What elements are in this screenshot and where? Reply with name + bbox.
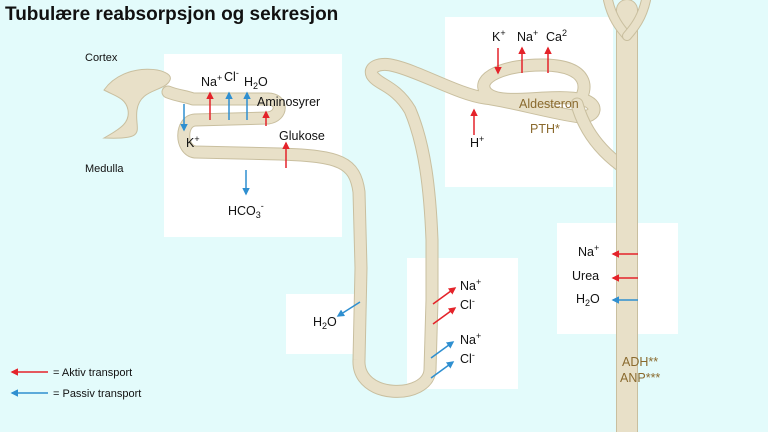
ascending-na-passive-arrow xyxy=(430,341,455,359)
proximal-k-label: K+ xyxy=(186,134,200,150)
pth-label: PTH* xyxy=(530,122,560,136)
proximal-hco3-label: HCO3- xyxy=(228,201,264,220)
descending-h2o-label: H2O xyxy=(313,315,337,331)
ascending-cl-active-arrow xyxy=(432,307,457,325)
proximal-amino-label: Aminosyrer xyxy=(257,95,320,109)
distal-k-label: K+ xyxy=(492,28,506,44)
ascending-cl2-label: Cl- xyxy=(460,350,475,366)
cortex-label: Cortex xyxy=(85,52,118,64)
distal-na-label: Na+ xyxy=(517,28,538,44)
ascending-arrows xyxy=(430,287,457,379)
ascending-na2-label: Na+ xyxy=(460,331,481,347)
ascending-cl-passive-arrow xyxy=(430,361,455,379)
legend-passive-label: = Passiv transport xyxy=(53,388,141,400)
nephron-tube xyxy=(161,57,627,398)
adh-label: ADH** xyxy=(622,355,658,369)
distal-h-label: H+ xyxy=(470,134,484,150)
proximal-arrows xyxy=(180,91,290,196)
medulla-label: Medulla xyxy=(85,163,124,175)
collecting-duct xyxy=(603,0,651,432)
legend-active-label: = Aktiv transport xyxy=(53,367,132,379)
collecting-urea-label: Urea xyxy=(572,269,599,283)
distal-ca-label: Ca2 xyxy=(546,28,567,44)
proximal-glucose-label: Glukose xyxy=(279,129,325,143)
descending-h2o-passive-arrow xyxy=(336,301,361,317)
diagram-title: Tubulære reabsorpsjon og sekresjon xyxy=(5,4,338,25)
proximal-cl-label: Cl- xyxy=(224,68,239,84)
descending-limb-panel xyxy=(286,294,362,354)
aldosterone-label: Aldesteron xyxy=(519,97,579,111)
anp-label: ANP*** xyxy=(620,371,660,385)
legend: = Aktiv transport = Passiv transport xyxy=(10,367,141,400)
distal-arrows xyxy=(470,46,552,135)
ascending-na1-label: Na+ xyxy=(460,277,481,293)
proximal-h2o-label: H2O xyxy=(244,75,268,91)
ascending-na-active-arrow xyxy=(432,287,457,305)
collecting-h2o-label: H2O xyxy=(576,292,600,308)
ascending-cl1-label: Cl- xyxy=(460,296,475,312)
proximal-na-label: Na+ xyxy=(201,73,222,89)
collecting-na-label: Na+ xyxy=(578,243,599,259)
bowmans-capsule xyxy=(102,68,171,139)
collecting-arrows xyxy=(611,250,638,304)
